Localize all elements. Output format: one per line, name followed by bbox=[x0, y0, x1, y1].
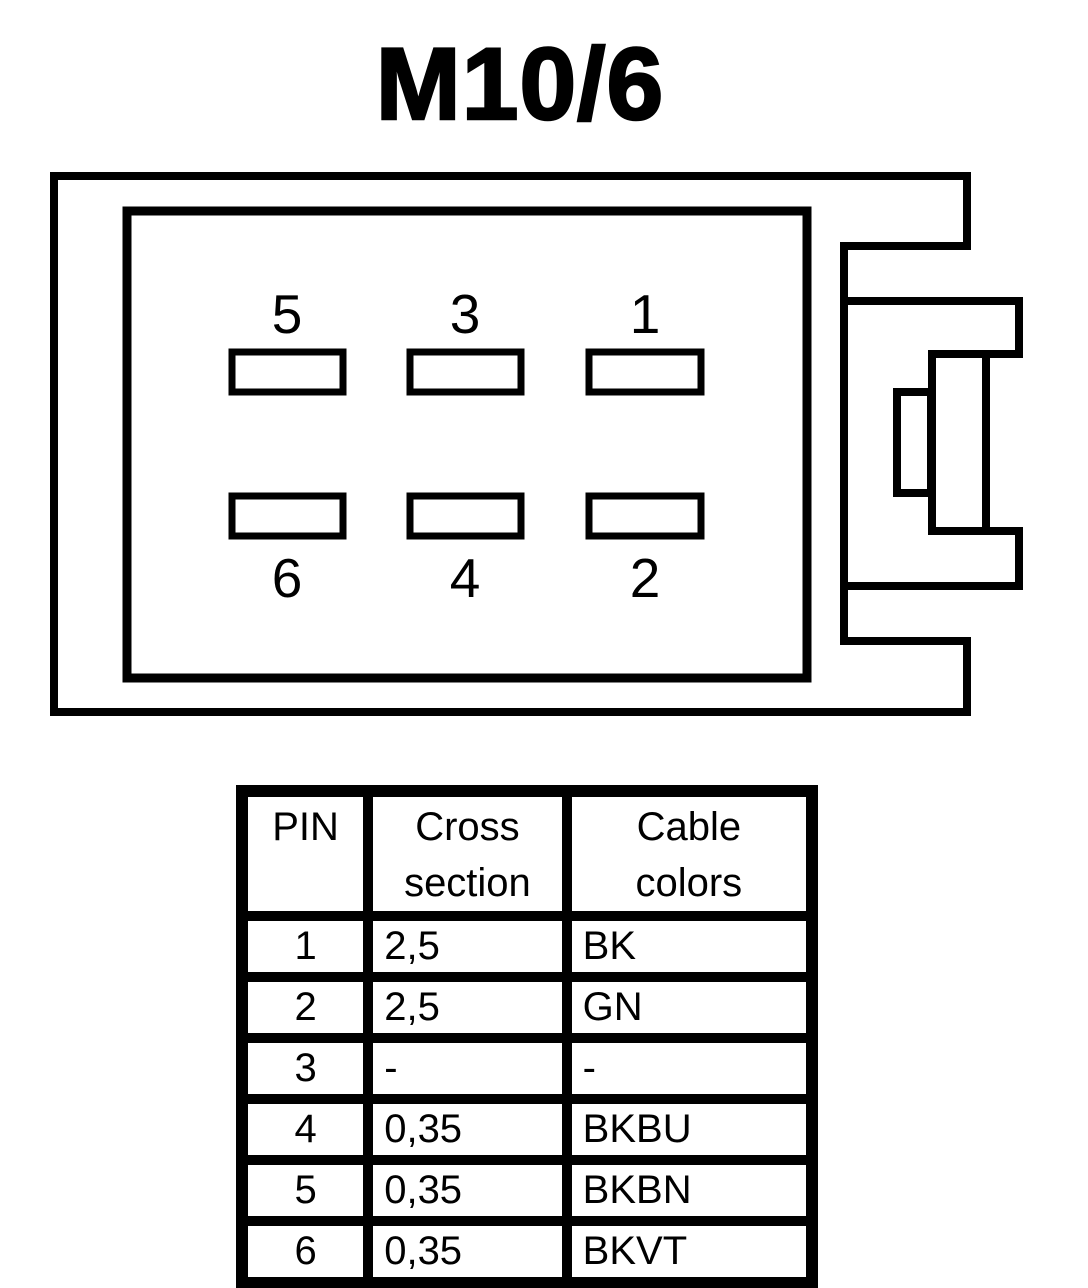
connector-diagram: 5 3 1 6 4 2 bbox=[50, 172, 1023, 716]
table-row: 6 0,35 BKVT bbox=[236, 1216, 818, 1288]
pin-slot-2 bbox=[585, 492, 705, 540]
pin-label-2: 2 bbox=[630, 547, 661, 609]
header-cable-colors: Cable colors bbox=[561, 786, 818, 921]
cell-cross-section: 2,5 bbox=[363, 972, 572, 1043]
table-row: 2 2,5 GN bbox=[236, 972, 818, 1043]
table-row: 4 0,35 BKBU bbox=[236, 1094, 818, 1165]
cell-cross-section: 0,35 bbox=[363, 1094, 572, 1165]
cell-cable-color: BKBU bbox=[561, 1094, 818, 1165]
pin-label-3: 3 bbox=[450, 283, 481, 345]
connector-latch-beam bbox=[928, 350, 990, 535]
table-row: 1 2,5 BK bbox=[236, 911, 818, 982]
cell-cable-color: BKVT bbox=[561, 1216, 818, 1288]
connector-latch-detail bbox=[893, 388, 935, 497]
cell-cable-color: GN bbox=[561, 972, 818, 1043]
cell-cross-section: 0,35 bbox=[363, 1155, 572, 1226]
cell-cable-color: BKBN bbox=[561, 1155, 818, 1226]
header-cross-section: Cross section bbox=[363, 786, 572, 921]
cell-cross-section: - bbox=[363, 1033, 572, 1104]
cell-cross-section: 0,35 bbox=[363, 1216, 572, 1288]
pin-label-1: 1 bbox=[630, 283, 661, 345]
cell-pin: 4 bbox=[236, 1094, 374, 1165]
cell-cross-section: 2,5 bbox=[363, 911, 572, 982]
page-title: M10/6 bbox=[375, 26, 665, 143]
cell-cable-color: BK bbox=[561, 911, 818, 982]
table-row: 5 0,35 BKBN bbox=[236, 1155, 818, 1226]
cell-pin: 3 bbox=[236, 1033, 374, 1104]
connector-inner-face bbox=[122, 206, 812, 683]
connector-outer-housing bbox=[50, 172, 971, 716]
cell-pin: 1 bbox=[236, 911, 374, 982]
cell-pin: 5 bbox=[236, 1155, 374, 1226]
table-header-row: PIN Cross section Cable colors bbox=[236, 786, 818, 921]
pin-label-6: 6 bbox=[272, 547, 303, 609]
header-pin: PIN bbox=[236, 786, 374, 921]
pin-slot-4 bbox=[406, 492, 525, 540]
pinout-table: PIN Cross section Cable colors 1 2,5 BK … bbox=[236, 785, 818, 1288]
pin-slot-5 bbox=[228, 348, 347, 396]
cell-pin: 6 bbox=[236, 1216, 374, 1288]
pin-label-4: 4 bbox=[450, 547, 481, 609]
pin-label-5: 5 bbox=[272, 283, 303, 345]
cell-pin: 2 bbox=[236, 972, 374, 1043]
pin-slot-3 bbox=[406, 348, 525, 396]
cell-cable-color: - bbox=[561, 1033, 818, 1104]
table-row: 3 - - bbox=[236, 1033, 818, 1104]
pin-slot-1 bbox=[585, 348, 705, 396]
pin-slot-6 bbox=[228, 492, 347, 540]
